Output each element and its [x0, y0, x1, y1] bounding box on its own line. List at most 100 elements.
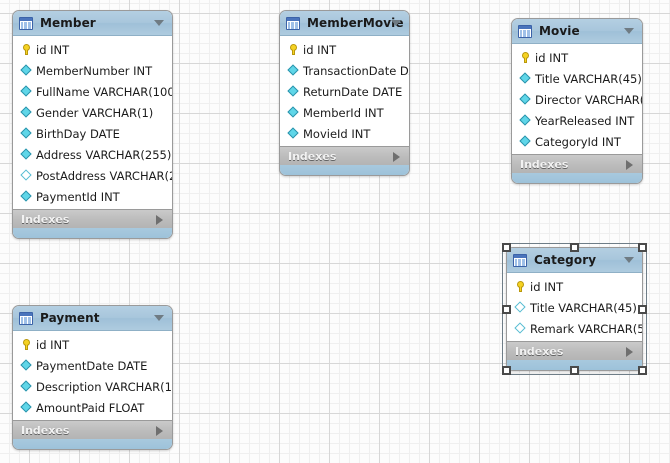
resize-handle-ne[interactable]: [638, 243, 647, 252]
column-label: PostAddress VARCHAR(255): [36, 168, 172, 183]
chevron-down-icon[interactable]: [391, 20, 401, 26]
column-row[interactable]: Title VARCHAR(45): [512, 68, 642, 89]
column-row[interactable]: PostAddress VARCHAR(255): [13, 165, 172, 186]
chevron-down-icon[interactable]: [154, 315, 164, 321]
column-row[interactable]: MemberId INT: [280, 102, 409, 123]
column-row[interactable]: Remark VARCHAR(500): [507, 318, 642, 339]
column-row[interactable]: PaymentDate DATE: [13, 355, 172, 376]
column-icon: [20, 148, 33, 161]
expand-arrow-icon[interactable]: [156, 215, 163, 225]
column-list: id INT Title VARCHAR(45) Director VARCHAR(…: [512, 44, 642, 154]
resize-handle-sw[interactable]: [502, 366, 511, 375]
column-label: Director VARCHAR(45): [535, 92, 643, 107]
column-label: PaymentId INT: [36, 189, 120, 204]
column-icon: [519, 93, 532, 106]
primary-key-icon: [20, 43, 33, 56]
column-label: MovieId INT: [303, 126, 371, 141]
column-row[interactable]: BirthDay DATE: [13, 123, 172, 144]
table-header[interactable]: MemberMovie: [280, 11, 409, 36]
table-footer-strip: [512, 173, 642, 183]
column-row[interactable]: id INT: [13, 39, 172, 60]
table-footer-strip: [13, 439, 172, 449]
chevron-down-icon[interactable]: [624, 28, 634, 34]
resize-handle-n[interactable]: [570, 243, 579, 252]
column-icon: [20, 401, 33, 414]
column-row[interactable]: MovieId INT: [280, 123, 409, 144]
resize-handle-w[interactable]: [502, 304, 511, 314]
column-row[interactable]: id INT: [13, 334, 172, 355]
column-row[interactable]: id INT: [280, 39, 409, 60]
primary-key-icon: [287, 43, 300, 56]
column-icon: [519, 135, 532, 148]
column-label: BirthDay DATE: [36, 126, 120, 141]
indexes-section[interactable]: Indexes: [507, 341, 642, 360]
column-row[interactable]: AmountPaid FLOAT: [13, 397, 172, 418]
column-label: FullName VARCHAR(100): [36, 84, 173, 99]
table-header[interactable]: Movie: [512, 19, 642, 44]
indexes-section[interactable]: Indexes: [13, 209, 172, 228]
expand-arrow-icon[interactable]: [626, 160, 633, 170]
column-nullable-icon: [20, 169, 33, 182]
column-row[interactable]: Title VARCHAR(45): [507, 297, 642, 318]
column-row[interactable]: Address VARCHAR(255): [13, 144, 172, 165]
column-row[interactable]: CategoryId INT: [512, 131, 642, 152]
table-title: MemberMovie: [307, 16, 404, 30]
column-icon: [287, 64, 300, 77]
resize-handle-se[interactable]: [638, 366, 647, 375]
column-row[interactable]: YearReleased INT: [512, 110, 642, 131]
column-row[interactable]: TransactionDate DATE: [280, 60, 409, 81]
indexes-section[interactable]: Indexes: [512, 154, 642, 173]
column-label: id INT: [36, 337, 70, 352]
column-label: Remark VARCHAR(500): [530, 321, 643, 336]
column-icon: [20, 106, 33, 119]
indexes-label: Indexes: [21, 212, 70, 226]
column-icon: [287, 106, 300, 119]
column-icon: [20, 380, 33, 393]
chevron-down-icon[interactable]: [624, 257, 634, 263]
column-icon: [287, 127, 300, 140]
table-title: Payment: [40, 311, 100, 325]
resize-handle-e[interactable]: [638, 304, 647, 314]
expand-arrow-icon[interactable]: [393, 152, 400, 162]
table-membermovie[interactable]: MemberMovie id INT TransactionDate DATE Ret…: [279, 10, 410, 176]
column-row[interactable]: Description VARCHAR(100): [13, 376, 172, 397]
column-row[interactable]: ReturnDate DATE: [280, 81, 409, 102]
table-movie[interactable]: Movie id INT Title VARCHAR(45) Director VAR…: [511, 18, 643, 184]
indexes-section[interactable]: Indexes: [280, 146, 409, 165]
column-row[interactable]: FullName VARCHAR(100): [13, 81, 172, 102]
indexes-section[interactable]: Indexes: [13, 420, 172, 439]
column-icon: [20, 190, 33, 203]
column-label: id INT: [535, 50, 569, 65]
column-row[interactable]: Gender VARCHAR(1): [13, 102, 172, 123]
primary-key-icon: [514, 280, 527, 293]
column-nullable-icon: [514, 301, 527, 314]
resize-handle-s[interactable]: [570, 366, 579, 375]
column-row[interactable]: MemberNumber INT: [13, 60, 172, 81]
expand-arrow-icon[interactable]: [156, 426, 163, 436]
column-icon: [20, 85, 33, 98]
expand-arrow-icon[interactable]: [626, 347, 633, 357]
column-row[interactable]: PaymentId INT: [13, 186, 172, 207]
column-row[interactable]: id INT: [512, 47, 642, 68]
column-nullable-icon: [514, 322, 527, 335]
column-row[interactable]: id INT: [507, 276, 642, 297]
column-row[interactable]: Director VARCHAR(45): [512, 89, 642, 110]
table-icon: [19, 311, 33, 325]
table-header[interactable]: Payment: [13, 306, 172, 331]
table-header[interactable]: Category: [507, 248, 642, 273]
column-icon: [20, 127, 33, 140]
resize-handle-nw[interactable]: [502, 243, 511, 252]
table-title: Category: [534, 253, 597, 267]
column-label: Gender VARCHAR(1): [36, 105, 154, 120]
column-label: TransactionDate DATE: [303, 63, 409, 78]
chevron-down-icon[interactable]: [154, 20, 164, 26]
primary-key-icon: [519, 51, 532, 64]
table-header[interactable]: Member: [13, 11, 172, 36]
table-icon: [518, 24, 532, 38]
